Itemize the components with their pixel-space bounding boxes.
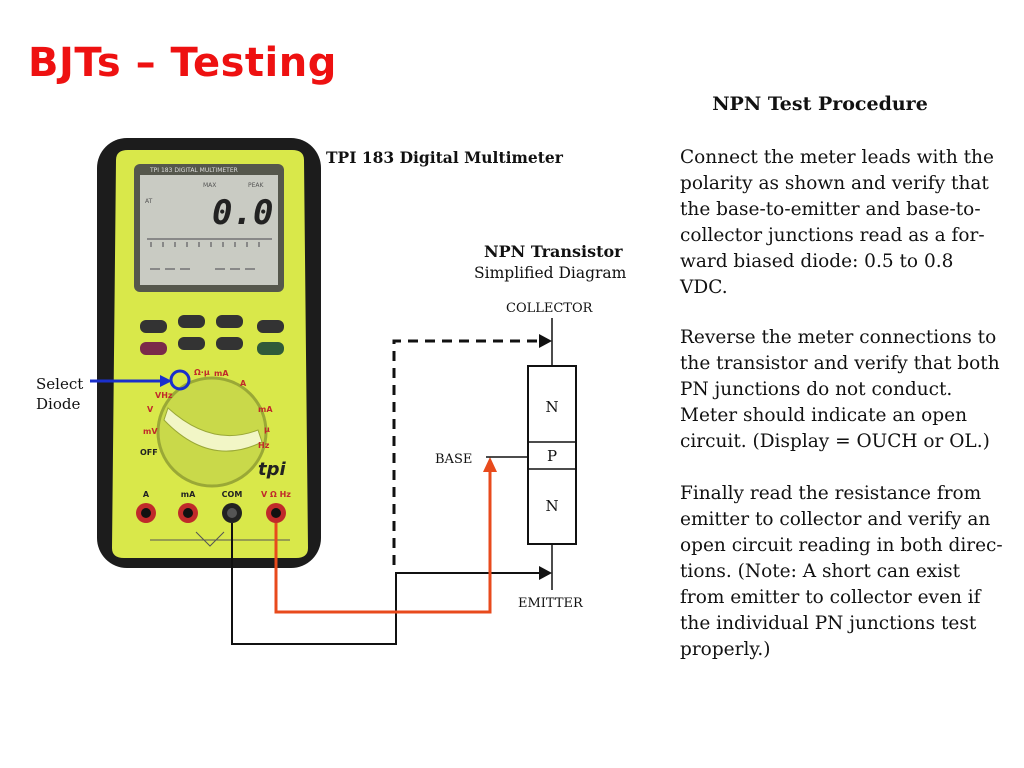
svg-text:mA: mA [214,369,229,378]
base-label: BASE [435,452,473,467]
svg-text:AT: AT [145,198,153,205]
multimeter: TPI 183 DIGITAL MULTIMETER MAX PEAK AT 0… [90,138,321,568]
dashed-lead-collector [392,339,540,565]
svg-text:OFF: OFF [140,448,158,457]
collector-label: COLLECTOR [506,301,593,316]
procedure-paragraph-3: Finally read the resistance from emitter… [680,483,1003,660]
diode-selector-highlight [169,369,191,391]
procedure-title: NPN Test Procedure [712,93,928,115]
svg-text:TPI 183 DIGITAL MULTIMETER: TPI 183 DIGITAL MULTIMETER [149,167,238,174]
lcd-screen [140,175,278,285]
select-diode-label: Select Diode [36,375,84,413]
rotary-dial: VHz V mV Ω·µ mA A mA µ Hz OFF tpi [140,368,286,488]
jack-label-ma: mA [181,490,196,499]
svg-text:A: A [240,379,247,388]
svg-text:µ: µ [264,425,270,434]
select-pointer-arrowhead [160,375,172,387]
svg-text:Ω·µ: Ω·µ [194,368,210,377]
layer-n-collector: N [545,398,558,416]
emitter-label: EMITTER [518,596,583,611]
slide-title: BJTs – Testing [28,40,337,86]
meter-label: TPI 183 Digital Multimeter [326,148,563,167]
procedure-paragraph-2: Reverse the meter connections to the tra… [680,327,1000,452]
svg-text:Hz: Hz [258,441,270,450]
com-lead-arrowhead [539,566,552,580]
svg-text:V: V [147,405,154,414]
lcd-bargraph [147,238,272,270]
npn-transistor: N P N [486,318,577,590]
transistor-body [527,365,577,545]
jack-label-a: A [143,490,150,499]
svg-text:MAX: MAX [203,182,216,189]
jack-label-v: V Ω Hz [261,490,291,499]
meter-buttons [140,315,284,355]
layer-n-emitter: N [545,497,558,515]
brand-logo: tpi [258,459,286,480]
positive-lead-arrowhead [483,457,497,472]
jack-label-com: COM [222,490,243,499]
svg-text:PEAK: PEAK [248,182,265,189]
input-jacks: A mA COM V Ω Hz [136,490,291,547]
svg-text:mV: mV [143,427,158,436]
lcd-reading: 0.0 [212,193,273,233]
layer-p-base: P [547,447,557,465]
procedure-paragraph-1: Connect the meter leads with the polarit… [680,147,994,298]
transistor-title: NPN Transistor [484,242,623,261]
com-lead-emitter [231,523,540,645]
dashed-lead-arrowhead [539,334,552,348]
test-leads [231,334,552,645]
positive-lead-base [274,470,492,614]
transistor-subtitle: Simplified Diagram [474,264,627,282]
svg-text:mA: mA [258,405,273,414]
svg-text:VHz: VHz [155,391,173,400]
